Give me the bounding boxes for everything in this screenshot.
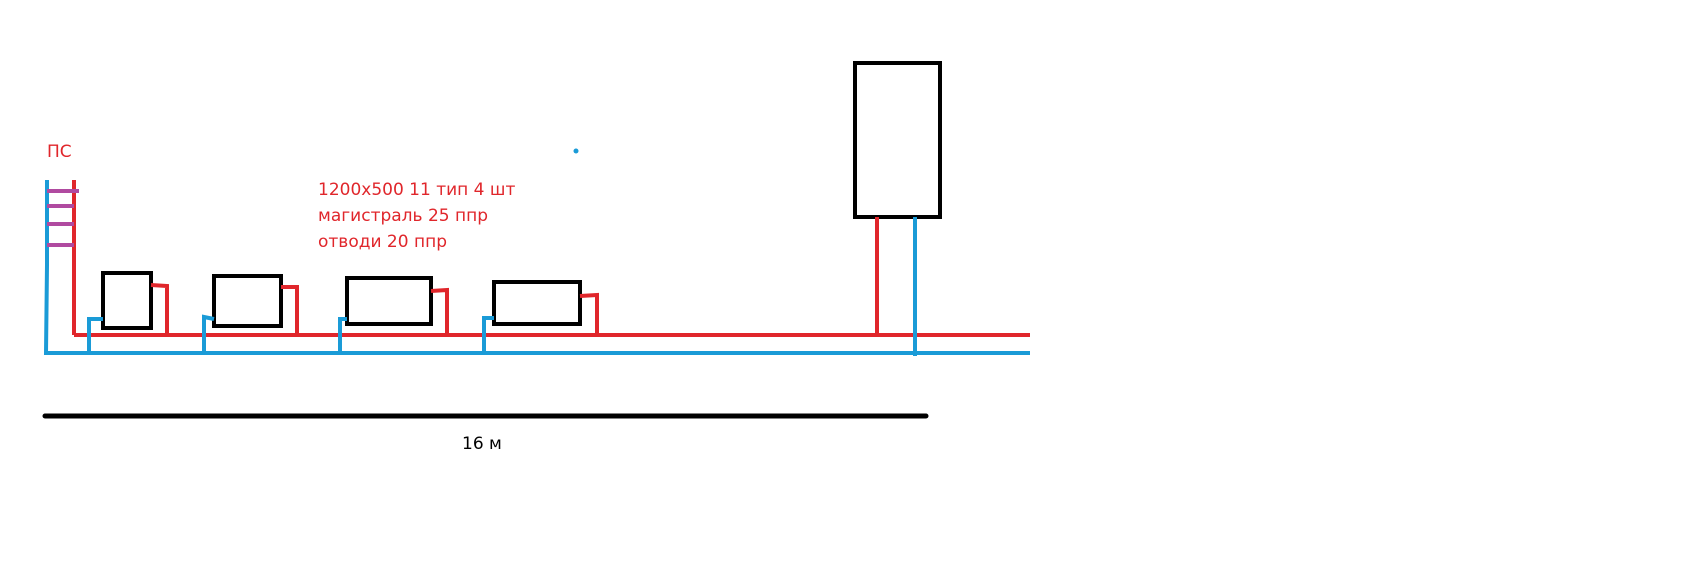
radiator-1 [87, 271, 169, 353]
length-label: 16 м [462, 434, 502, 454]
spec-line-3: отводи 20 ппр [318, 232, 447, 252]
radiator-return-branch [338, 317, 347, 353]
radiator-return-branch [482, 316, 494, 353]
boiler-body [853, 61, 942, 219]
radiator-body [492, 280, 582, 326]
spec-line-1: 1200х500 11 тип 4 шт [318, 180, 515, 200]
riser-label: ПС [47, 142, 72, 162]
stray-dot [573, 148, 579, 154]
boiler [853, 61, 942, 356]
radiator-2 [202, 274, 299, 353]
radiator-supply-branch [281, 285, 299, 335]
radiator-body [101, 271, 153, 330]
radiator-body [345, 276, 433, 326]
radiator-3 [338, 276, 449, 353]
spec-line-2: магистраль 25 ппр [318, 206, 488, 226]
radiator-body [212, 274, 283, 328]
radiator-supply-branch [579, 292, 599, 335]
riser [45, 180, 79, 335]
radiator-return-branch [202, 314, 215, 353]
radiator-return-branch [87, 317, 103, 353]
return-main-pipe [43, 264, 1030, 355]
radiator-4 [482, 280, 599, 353]
radiator-supply-branch [150, 283, 169, 335]
radiator-supply-branch [430, 287, 449, 335]
